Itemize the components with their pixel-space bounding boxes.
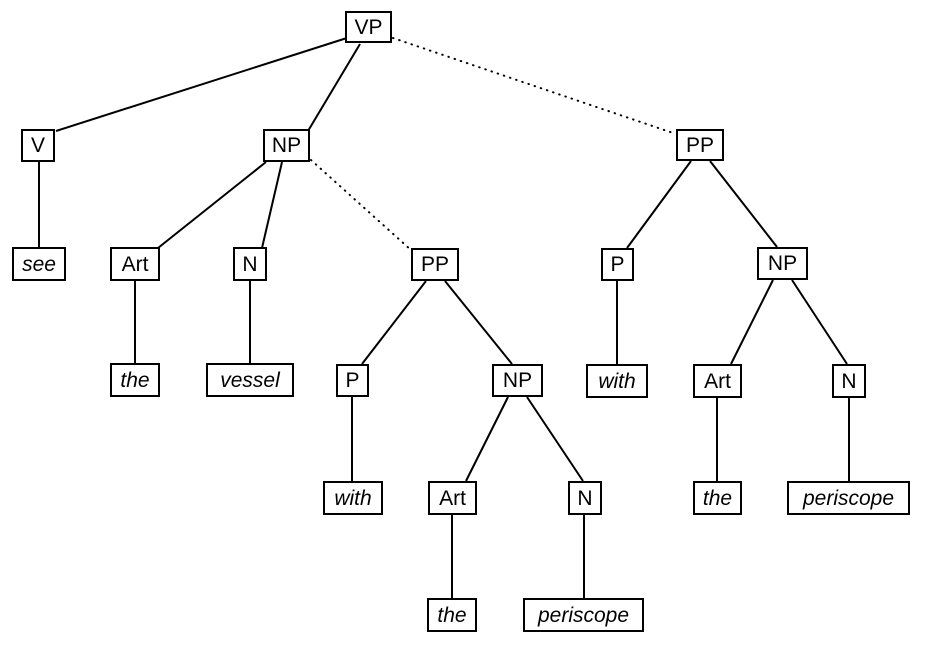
tree-node-p1[interactable]: P (336, 364, 369, 397)
tree-node-label: N (242, 252, 258, 276)
tree-edge-np1-pp1 (310, 159, 412, 251)
tree-node-art3[interactable]: Art (693, 364, 742, 398)
tree-edge-pp1-p1 (361, 280, 427, 365)
tree-edge-np1-art1 (157, 161, 267, 249)
tree-node-periscope1[interactable]: periscope (523, 598, 644, 632)
tree-edge-np3-art3 (730, 279, 774, 365)
tree-edge-pp2-np3 (709, 160, 778, 248)
tree-edge-np1-n1 (261, 161, 283, 249)
tree-node-label: PP (420, 253, 449, 276)
tree-node-label: the (437, 603, 467, 627)
tree-node-label: with (598, 369, 636, 393)
tree-node-p2[interactable]: P (601, 248, 634, 281)
tree-node-label: P (610, 253, 625, 276)
tree-node-label: the (120, 368, 150, 392)
tree-edge-pp1-np2 (444, 280, 513, 365)
tree-edge-pp2-p2 (626, 160, 692, 249)
tree-node-label: Art (439, 486, 466, 510)
tree-node-label: V (30, 134, 45, 157)
tree-node-with2[interactable]: with (586, 364, 648, 398)
tree-node-label: periscope (537, 603, 630, 627)
tree-node-pp1[interactable]: PP (411, 248, 459, 281)
tree-node-label: NP (502, 369, 533, 392)
tree-node-label: Art (121, 252, 149, 276)
tree-edge-np2-art2 (465, 396, 509, 482)
tree-node-label: NP (767, 252, 798, 275)
tree-node-label: P (345, 369, 360, 392)
tree-node-art1[interactable]: Art (110, 247, 160, 281)
tree-node-label: NP (271, 134, 302, 157)
tree-node-label: PP (685, 133, 714, 157)
tree-node-pp2[interactable]: PP (676, 129, 724, 161)
tree-node-np2[interactable]: NP (492, 364, 543, 397)
tree-node-n3[interactable]: N (832, 364, 866, 398)
tree-edge-np2-n2 (526, 396, 584, 482)
tree-edge-vp-v (55, 36, 351, 132)
tree-node-with1[interactable]: with (323, 481, 383, 515)
tree-node-see[interactable]: see (12, 247, 66, 281)
tree-node-the3[interactable]: the (693, 481, 742, 515)
tree-node-vessel[interactable]: vessel (206, 363, 294, 397)
tree-node-np3[interactable]: NP (757, 247, 808, 280)
tree-node-label: Art (704, 369, 731, 393)
tree-node-label: N (577, 486, 593, 510)
tree-node-np1[interactable]: NP (263, 129, 310, 162)
tree-node-n1[interactable]: N (233, 247, 267, 281)
tree-node-label: with (334, 486, 372, 510)
tree-node-v[interactable]: V (21, 129, 55, 162)
tree-node-label: VP (354, 15, 383, 39)
tree-node-art2[interactable]: Art (428, 481, 477, 515)
tree-edge-np3-n3 (791, 279, 848, 365)
tree-node-the2[interactable]: the (427, 598, 477, 632)
tree-node-periscope2[interactable]: periscope (787, 481, 910, 515)
tree-node-label: vessel (220, 368, 280, 392)
tree-node-the1[interactable]: the (110, 363, 160, 397)
tree-node-vp[interactable]: VP (345, 11, 392, 43)
tree-node-label: the (702, 486, 733, 510)
tree-node-label: see (22, 252, 56, 276)
tree-edge-vp-pp2 (392, 37, 677, 135)
tree-edge-vp-np1 (307, 43, 361, 132)
tree-node-n2[interactable]: N (568, 481, 602, 515)
tree-node-label: periscope (802, 486, 895, 510)
tree-node-label: N (841, 369, 857, 393)
